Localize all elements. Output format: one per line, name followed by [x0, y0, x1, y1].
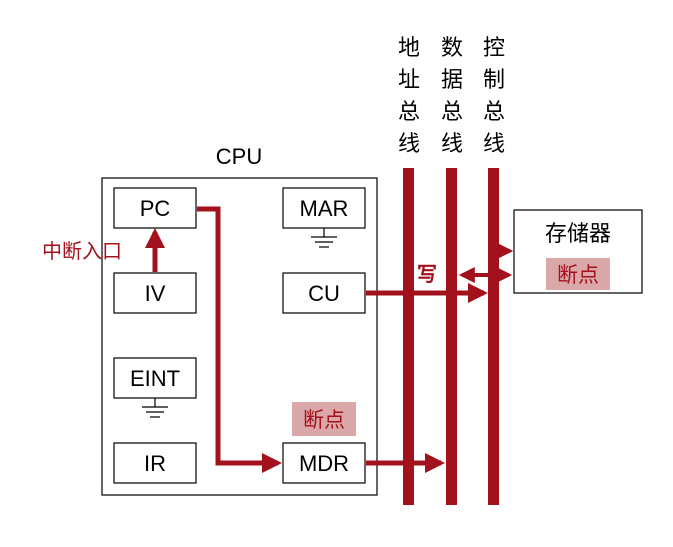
cu-register: CU [282, 272, 366, 314]
memory-label: 存储器 [545, 222, 611, 247]
cu-label: CU [308, 281, 340, 306]
memory-breakpoint-label: 断点 [557, 263, 599, 287]
mdr-breakpoint-label: 断点 [303, 408, 345, 432]
bus-char: 地 [398, 36, 420, 61]
cpu-box [101, 177, 378, 496]
memory-breakpoint-badge [546, 258, 610, 290]
mar-register: MAR [282, 187, 366, 229]
iv-register: IV [113, 272, 197, 314]
write-label: 写 [417, 262, 437, 286]
address-bus [403, 168, 414, 505]
control-bus [488, 168, 499, 505]
bus-char: 总 [483, 100, 505, 125]
pc-to-mdr-arrow [197, 206, 282, 473]
ground-icon [311, 228, 337, 248]
iv-label: IV [145, 281, 166, 306]
mdr-breakpoint-badge [292, 402, 356, 436]
bus-char: 据 [441, 68, 463, 93]
bus-char: 制 [483, 68, 505, 93]
ir-label: IR [144, 451, 166, 476]
data-bus-label: 数 据 总 线 [441, 36, 463, 157]
interrupt-entry-label: 中断入口 [42, 239, 122, 263]
address-bus-label: 地 址 总 线 [398, 36, 420, 157]
bus-char: 数 [441, 36, 463, 61]
mdr-register: MDR [282, 442, 366, 484]
bus-char: 线 [441, 132, 463, 157]
bus-char: 控 [483, 36, 505, 61]
ir-register: IR [113, 442, 197, 484]
bus-char: 总 [398, 100, 420, 125]
cpu-title: CPU [216, 144, 262, 169]
mdr-label: MDR [299, 451, 349, 476]
pc-register: PC [113, 187, 197, 229]
bus-char: 线 [398, 132, 420, 157]
mar-label: MAR [300, 196, 349, 221]
eint-label: EINT [130, 366, 180, 391]
bus-char: 址 [398, 68, 420, 93]
bus-char: 总 [441, 100, 463, 125]
pc-label: PC [140, 196, 171, 221]
eint-register: EINT [113, 357, 197, 399]
ground-icon [142, 398, 168, 418]
memory-box: 存储器 断点 [513, 209, 643, 294]
bus-char: 线 [483, 132, 505, 157]
data-bus [446, 168, 457, 505]
control-bus-label: 控 制 总 线 [483, 36, 505, 157]
